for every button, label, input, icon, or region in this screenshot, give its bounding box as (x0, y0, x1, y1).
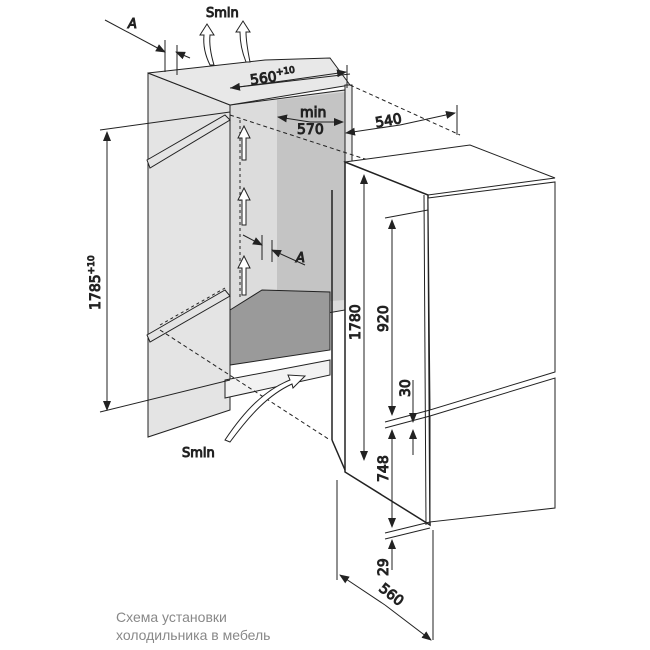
cabinet-inner-dark (277, 92, 345, 305)
label-smin-top: Smin (206, 6, 239, 21)
bottom-gap-label: 29 (376, 558, 392, 576)
upper-door-label: 920 (376, 305, 392, 332)
label-a-top: A (127, 17, 137, 32)
airflow-arrows (199, 20, 307, 443)
airflow-arrow-icon (235, 20, 251, 63)
caption-line-1: Схема установки (116, 609, 227, 625)
fridge-upper-door (427, 181, 556, 411)
furniture-door-upper (146, 114, 231, 169)
gap-label: 30 (398, 379, 414, 397)
cabinet-floor (229, 289, 331, 366)
airflow-arrow-icon (199, 23, 215, 66)
airflow-arrow-icon (237, 186, 251, 226)
fridge-side (344, 160, 431, 527)
lower-door-label: 748 (376, 455, 392, 482)
niche-depth-min-label: min (300, 105, 326, 121)
airflow-arrow-icon (237, 124, 251, 161)
fridge-depth-label: 540 (374, 111, 403, 131)
caption: Схема установки холодильника в мебель (116, 608, 270, 644)
furniture-door-lower (146, 289, 231, 343)
niche-width-label: 560+10 (249, 65, 297, 88)
fridge (331, 144, 556, 527)
fridge-width-label: 560 (376, 581, 407, 610)
niche-height-label: 1785+10 (87, 255, 104, 310)
fridge-lower-door (429, 377, 556, 523)
cabinet (146, 57, 461, 441)
airflow-arrow-icon (224, 374, 307, 443)
airflow-arrow-icon (237, 254, 251, 296)
fridge-height-label: 1780 (348, 304, 364, 340)
cabinet-top-slab (147, 57, 351, 106)
label-a-mid: A (295, 251, 305, 266)
dimension-lines (99, 19, 458, 641)
niche-depth-value: 570 (297, 122, 324, 138)
label-smin-bottom: Smin (182, 446, 215, 461)
caption-line-2: холодильника в мебель (116, 627, 271, 643)
